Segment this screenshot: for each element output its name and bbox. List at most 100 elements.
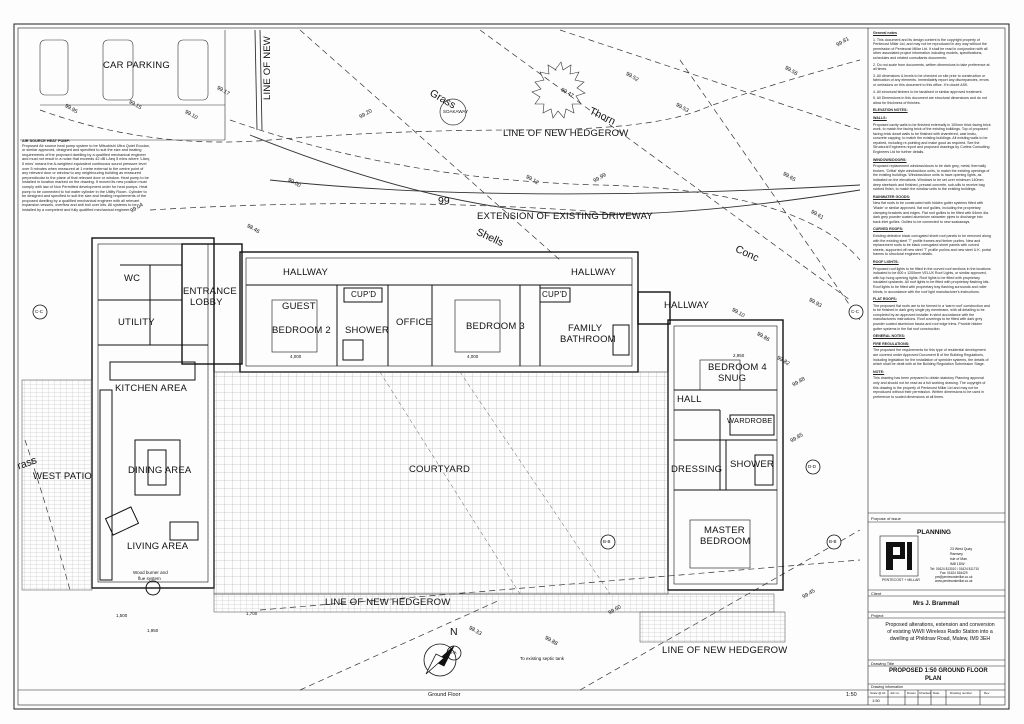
notes-walls-text: Proposed cavity walls to be finished ext… [873, 122, 991, 155]
room-label-utility: UTILITY [118, 317, 155, 328]
room-label-bedroom-4: BEDROOM 4 [708, 362, 767, 373]
room-label-bedroom-3: BEDROOM 3 [466, 321, 525, 332]
site-label-hedgerow-bottom: LINE OF NEW HEDGEROW [325, 597, 451, 608]
info-header-drawn: Drawn [907, 691, 916, 695]
dim-6: 4,000 [467, 354, 479, 359]
room-label-dining-area: DINING AREA [128, 465, 192, 476]
general-note-1: 1. This document and its design content … [873, 37, 988, 60]
site-label-soakaway: SOAKAWAY [443, 109, 469, 114]
room-label-lobby: LOBBY [190, 297, 223, 308]
info-header-drawing-number: Drawing number [950, 691, 973, 695]
site-label-extension-driveway: EXTENSION OF EXISTING DRIVEWAY [477, 211, 653, 222]
room-label-entrance: ENTRANCE [183, 286, 237, 297]
title-block-email: pm@pentecostmillar.co.uk [935, 575, 973, 579]
section-marker-cc-right: C-C [851, 309, 859, 314]
north-arrow-label: N [450, 626, 458, 638]
title-block-address-3: Isle of Man [950, 557, 968, 561]
room-label-car-parking: CAR PARKING [103, 60, 170, 71]
general-note-5: 5. All Dimensions in this document are s… [873, 96, 987, 105]
room-label-wardrobe: WARDROBE [727, 416, 773, 425]
room-label-hallway-1: HALLWAY [283, 267, 329, 278]
info-header-rev: Rev [984, 691, 990, 695]
section-marker-dd: D-D [808, 464, 816, 469]
general-note-4: 4. All structural timbers to be tanalise… [873, 89, 983, 94]
dim-2: 1,950 [147, 628, 159, 633]
room-label-wc: WC [124, 273, 141, 284]
notes-fire-text: The proposed fire requirements for this … [873, 348, 989, 367]
room-label-hallway-3: HALLWAY [664, 300, 710, 311]
section-marker-cc-left: C-C [35, 309, 43, 314]
air-source-notes: AIR SOURCE HEAT PUMP: Proposed Air sourc… [22, 139, 150, 213]
notes-general-heading: GENERAL NOTES: [873, 334, 906, 339]
room-label-guest: GUEST [282, 301, 316, 312]
notes-rainwater-heading: RAINWATER GOODS: [873, 194, 911, 199]
notes-note-heading: NOTE: [873, 369, 885, 374]
notes-roof-lights-heading: ROOF LIGHTS: [873, 259, 899, 264]
room-label-dressing: DRESSING [671, 464, 723, 475]
room-label-family: FAMILY [568, 323, 603, 334]
general-notes: General notes 1. This document and its d… [873, 28, 991, 401]
notes-curved-roofs-text: Existing defective black corrugated shee… [873, 233, 991, 257]
title-block-fax: Fax: 01624 816429 [940, 571, 968, 575]
info-header-date: Date [933, 691, 940, 695]
title-block-address-1: 23 West Quay [950, 547, 973, 551]
notes-walls-heading: WALLS: [873, 115, 887, 120]
general-notes-title: General notes [873, 31, 897, 35]
air-source-title: AIR SOURCE HEAT PUMP: [22, 139, 71, 143]
dim-1: 4,000 [290, 354, 302, 359]
notes-windows-text: Proposed replacement windows/doors to be… [873, 164, 990, 192]
info-header-job: Job no. [890, 691, 900, 695]
air-source-body: Proposed Air source heat pump system to … [22, 143, 150, 212]
room-label-courtyard: COURTYARD [409, 464, 471, 475]
section-marker-bb-left: B-B [603, 539, 611, 544]
room-label-master: MASTER [704, 525, 745, 536]
notes-windows-heading: WINDOWS/DOORS: [873, 157, 907, 162]
title-block-tel: Tel: 01624 813010 / 01624 811710 [930, 567, 980, 571]
room-label-bathroom: BATHROOM [560, 334, 616, 345]
title-block-info-label: Drawing information [871, 685, 903, 689]
notes-rainwater-text: New flat roofs to be constructed with hi… [873, 201, 990, 224]
ground-floor-label: Ground Floor [428, 692, 461, 698]
room-label-master-bedroom: BEDROOM [700, 536, 751, 547]
general-note-3: 3. All dimensions & levels to be checked… [873, 73, 989, 87]
room-label-office: OFFICE [396, 317, 433, 328]
room-label-kitchen-area: KITCHEN AREA [115, 383, 188, 394]
info-header-scale: Scale @ A1 [870, 691, 886, 695]
room-label-hallway-2: HALLWAY [571, 267, 617, 278]
title-block-status: PLANNING [917, 529, 951, 536]
room-label-west-patio: WEST PATIO [33, 471, 93, 482]
title-block-project: Proposed alterations, extension and conv… [885, 622, 995, 642]
dim-3: 1,700 [246, 611, 258, 616]
title-block-client-label: Client [871, 591, 882, 596]
notes-curved-roofs-heading: CURVED ROOFS: [873, 227, 904, 232]
title-block-drawing-title-1: PROPOSED 1:50 GROUND FLOOR [889, 668, 988, 674]
site-label-wood-burner-2: flue system [138, 576, 161, 581]
site-label-contour-99: 99 [438, 195, 450, 207]
title-block-address-2: Ramsey [950, 552, 963, 556]
room-label-bedroom-2: BEDROOM 2 [272, 325, 331, 336]
title-block-purpose-label: Purpose of issue [871, 516, 901, 521]
title-block-drawing-title-label: Drawing Title [871, 661, 895, 666]
general-note-2: 2. Do not scale from documents, written … [873, 62, 990, 72]
site-label-septic: To existing septic tank [520, 656, 565, 661]
dim-5: 1,500 [116, 613, 128, 618]
title-block-client: Mrs J. Brammall [913, 601, 960, 607]
notes-roof-lights-text: Proposed roof lights to be fitted in the… [873, 266, 991, 294]
room-label-shower-2: SHOWER [730, 459, 774, 470]
notes-elevation-heading: ELEVATION NOTES: [873, 108, 908, 113]
title-block-drawing-title-2: PLAN [925, 676, 942, 682]
info-header-checked: Checked [919, 691, 931, 695]
site-label-hedgerow-top: LINE OF NEW HEDGEROW [503, 128, 629, 139]
site-label-hedgerow-bottom-right: LINE OF NEW HEDGEROW [662, 645, 788, 656]
room-label-cupd-1: CUP'D [351, 290, 377, 299]
room-label-cupd-2: CUP'D [542, 290, 568, 299]
title-block-address-4: IM8 1DW [950, 562, 965, 566]
info-value-scale: 1:50 [872, 698, 880, 703]
title-block-project-label: Project [871, 613, 884, 618]
notes-fire-heading: FIRE REGULATIONS: [873, 341, 910, 346]
room-label-shower-1: SHOWER [345, 325, 389, 336]
dim-4: 2,950 [733, 353, 745, 358]
